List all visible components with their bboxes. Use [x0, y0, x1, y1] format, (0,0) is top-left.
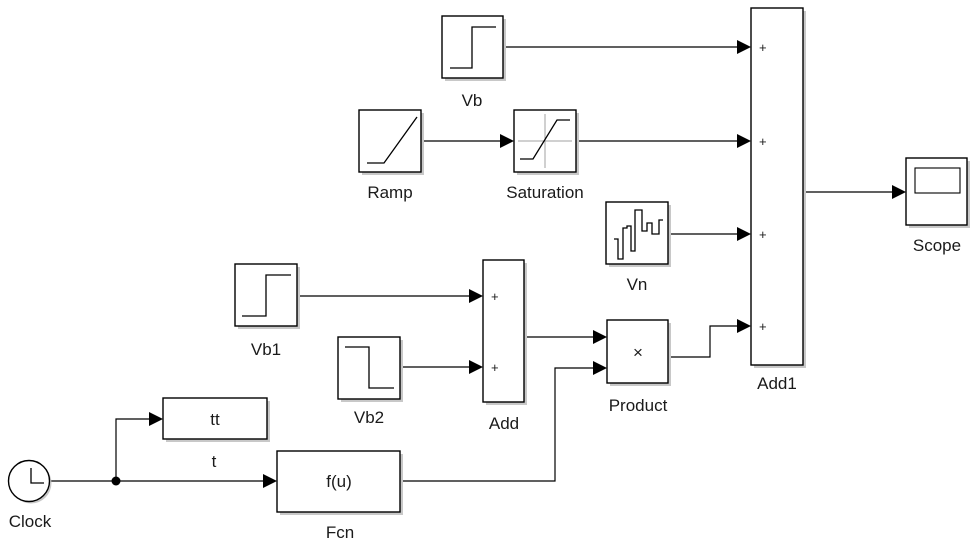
block-vb1[interactable]: Vb1: [234, 263, 300, 359]
signal-lines: [49, 40, 906, 488]
arrowhead: [500, 134, 514, 148]
product-symbol-icon: ×: [633, 343, 643, 362]
scope-screen-icon: [914, 167, 961, 194]
ramp-icon: [367, 116, 418, 164]
block-vb2[interactable]: Vb2: [337, 336, 403, 427]
port-sign: +: [759, 134, 767, 149]
arrowhead: [737, 134, 751, 148]
arrowhead: [737, 227, 751, 241]
arrowhead: [593, 361, 607, 375]
signal-fcn-to-product[interactable]: [400, 367, 593, 482]
block-ramp[interactable]: Ramp: [358, 109, 424, 202]
block-add[interactable]: + + Add: [482, 259, 527, 433]
block-tt[interactable]: tt: [162, 397, 270, 442]
port-sign: +: [759, 227, 767, 242]
port-sign: +: [759, 319, 767, 334]
signal-label-t: t: [212, 452, 217, 471]
block-label-saturation: Saturation: [506, 183, 584, 202]
block-label-scope: Scope: [913, 236, 961, 255]
block-label-vn: Vn: [627, 275, 648, 294]
block-clock[interactable]: Clock: [7, 459, 52, 532]
port-sign: +: [759, 40, 767, 55]
block-vb[interactable]: Vb: [441, 15, 506, 110]
clock-hands-icon: [30, 468, 44, 484]
port-sign: +: [491, 289, 499, 304]
arrowhead: [737, 319, 751, 333]
step-down-icon: [345, 346, 394, 389]
block-label-add: Add: [489, 414, 519, 433]
arrowhead: [892, 185, 906, 199]
block-label-vb1: Vb1: [251, 340, 281, 359]
saturation-icon: [520, 119, 570, 160]
block-label-clock: Clock: [9, 512, 52, 531]
block-scope[interactable]: Scope: [905, 157, 970, 255]
block-text-tt: tt: [210, 410, 220, 429]
block-fcn[interactable]: f(u) Fcn: [276, 450, 403, 542]
signal-product-to-add1[interactable]: [668, 325, 737, 358]
step-icon: [242, 274, 291, 317]
block-text-fcn: f(u): [326, 472, 352, 491]
random-signal-icon: [614, 209, 663, 260]
block-add1[interactable]: + + + + Add1: [750, 7, 806, 393]
block-vn[interactable]: Vn: [605, 201, 671, 294]
block-label-vb: Vb: [462, 91, 483, 110]
arrowhead: [593, 330, 607, 344]
block-saturation[interactable]: Saturation: [506, 109, 584, 202]
port-sign: +: [491, 360, 499, 375]
arrowhead: [469, 289, 483, 303]
block-label-vb2: Vb2: [354, 408, 384, 427]
saturation-axes-icon: [518, 114, 572, 168]
block-label-fcn: Fcn: [326, 523, 354, 542]
arrowhead: [469, 360, 483, 374]
arrowhead: [149, 412, 163, 426]
branch-junction-dot: [111, 476, 121, 486]
arrowhead: [263, 474, 277, 488]
block-label-add1: Add1: [757, 374, 797, 393]
block-label-ramp: Ramp: [367, 183, 412, 202]
block-product[interactable]: × Product: [606, 319, 671, 415]
step-icon: [450, 26, 496, 69]
signal-clock-to-tt[interactable]: [115, 418, 149, 481]
block-label-product: Product: [609, 396, 668, 415]
arrowhead: [737, 40, 751, 54]
